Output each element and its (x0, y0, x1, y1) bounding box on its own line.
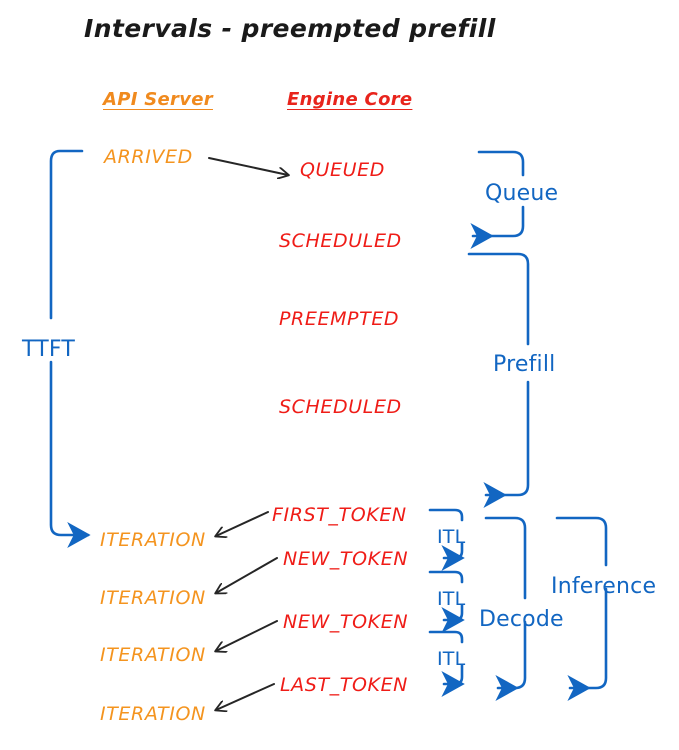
state-new-token-1: NEW_TOKEN (283, 548, 409, 570)
transition-arrows (208, 157, 288, 710)
arrow-arrived-to-queued (208, 157, 288, 175)
bracket-label-inference: Inference (551, 574, 657, 599)
decode-bracket (484, 516, 527, 701)
column-header-engine-core: Engine Core (287, 89, 413, 110)
bracket-label-decode: Decode (479, 607, 564, 632)
itl-bracket-1 (428, 508, 465, 571)
state-arrived: ARRIVED (104, 146, 193, 168)
queue-bracket (470, 150, 525, 249)
state-iteration-1: ITERATION (100, 529, 206, 551)
bracket-label-prefill: Prefill (493, 352, 556, 377)
arrow-new-token-to-iteration-1 (216, 557, 278, 593)
state-new-token-2: NEW_TOKEN (283, 611, 409, 633)
bracket-label-itl-2: ITL (437, 588, 466, 610)
arrow-new-token-to-iteration-2 (216, 620, 278, 651)
bracket-label-ttft: TTFT (22, 337, 75, 362)
column-header-api-server: API Server (103, 89, 213, 110)
state-preempted: PREEMPTED (279, 308, 400, 330)
bracket-label-itl-3: ITL (437, 648, 466, 670)
ttft-bracket (49, 149, 91, 548)
state-iteration-4: ITERATION (100, 703, 206, 725)
page-title: Intervals - preempted prefill (84, 14, 496, 43)
state-iteration-3: ITERATION (100, 644, 206, 666)
state-iteration-2: ITERATION (100, 587, 206, 609)
prefill-bracket (467, 252, 530, 508)
bracket-label-itl-1: ITL (437, 526, 466, 548)
inference-bracket (555, 516, 608, 701)
state-first-token: FIRST_TOKEN (272, 504, 407, 526)
arrow-last-token-to-iteration-3 (216, 683, 275, 710)
itl-bracket-3 (428, 630, 465, 697)
bracket-label-queue: Queue (485, 181, 559, 206)
state-scheduled-1: SCHEDULED (279, 230, 402, 252)
state-last-token: LAST_TOKEN (280, 674, 408, 696)
state-scheduled-2: SCHEDULED (279, 396, 402, 418)
arrow-first-token-to-iteration (216, 511, 269, 536)
itl-bracket-2 (428, 570, 465, 633)
state-queued: QUEUED (300, 159, 386, 181)
